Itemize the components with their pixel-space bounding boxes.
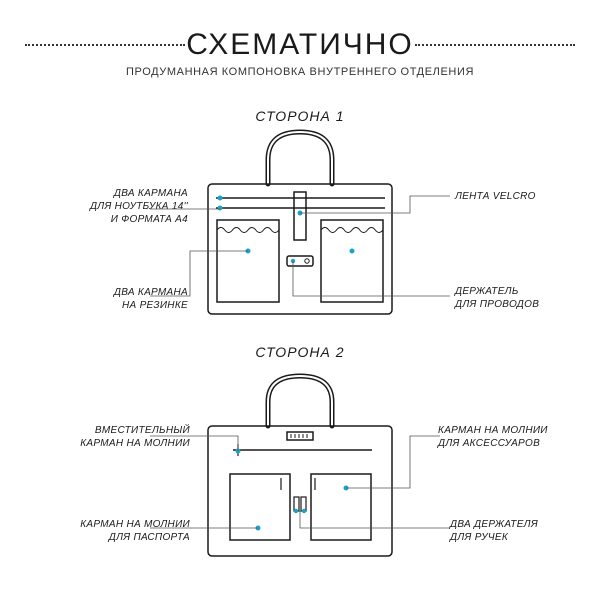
leader-cable	[292, 261, 450, 297]
elastic-pocket-left	[216, 219, 280, 303]
leader-roomy-zip	[150, 435, 239, 451]
elastic-wave-left	[216, 227, 280, 233]
header: СХЕМАТИЧНО	[0, 22, 600, 72]
side1-markers	[217, 195, 355, 264]
handle-side1	[265, 129, 335, 187]
label-roomy-zip: ВМЕСТИТЕЛЬНЫЙ КАРМАН НА МОЛНИИ	[80, 425, 190, 449]
label-accessory-zip: КАРМАН НА МОЛНИИ ДЛЯ АКСЕССУАРОВ	[438, 425, 548, 449]
handle-side2-inner	[267, 374, 333, 426]
passport-pocket	[229, 473, 291, 541]
label-laptop-pockets: ДВА КАРМАНА ДЛЯ НОУТБУКА 14'' И ФОРМАТА …	[89, 188, 188, 225]
elastic-wave-right	[320, 227, 384, 233]
marker-pen-right	[301, 508, 307, 514]
marker-pen-left	[293, 508, 299, 514]
label-velcro: ЛЕНТА VELCRO	[455, 191, 536, 202]
leader-accessory-zip	[346, 435, 440, 489]
label-elastic-pockets: ДВА КАРМАНА НА РЕЗИНКЕ	[113, 287, 188, 311]
side2-markers	[235, 448, 349, 531]
side1-title: СТОРОНА 1	[255, 108, 345, 124]
marker-elastic-right	[349, 248, 355, 254]
handle-side1-inner	[267, 130, 333, 184]
label-passport-zip: КАРМАН НА МОЛНИИ ДЛЯ ПАСПОРТА	[80, 519, 190, 543]
leader-velcro	[300, 195, 450, 214]
side2-zip-pulls	[237, 444, 316, 490]
side1-leaders	[150, 195, 450, 297]
page-subtitle: ПРОДУМАННАЯ КОМПОНОВКА ВНУТРЕННЕГО ОТДЕЛ…	[126, 66, 474, 78]
bag-side1	[207, 129, 393, 315]
bag-body-side2	[207, 425, 393, 557]
bag-side2	[207, 373, 393, 557]
dotted-rule-left	[25, 44, 185, 46]
marker-cable-right	[304, 258, 310, 264]
side2-title: СТОРОНА 2	[255, 344, 345, 360]
accessory-pocket	[310, 473, 372, 541]
page-title: СХЕМАТИЧНО	[186, 28, 414, 61]
handle-side2	[265, 373, 335, 429]
brand-tag	[286, 431, 314, 441]
dotted-rule-right	[415, 44, 575, 46]
bag-body-side1	[207, 183, 393, 315]
label-cable-holder: ДЕРЖАТЕЛЬ ДЛЯ ПРОВОДОВ	[455, 286, 540, 310]
marker-laptop-2	[217, 205, 223, 211]
velcro-strap	[293, 191, 307, 241]
leader-pen-holders	[299, 511, 450, 529]
cable-holder	[286, 255, 314, 267]
label-pen-holders: ДВА ДЕРЖАТЕЛЯ ДЛЯ РУЧЕК	[450, 519, 538, 543]
elastic-pocket-right	[320, 219, 384, 303]
leader-elastic	[150, 250, 248, 297]
marker-laptop-1	[217, 195, 223, 201]
side2-leaders	[150, 435, 450, 529]
